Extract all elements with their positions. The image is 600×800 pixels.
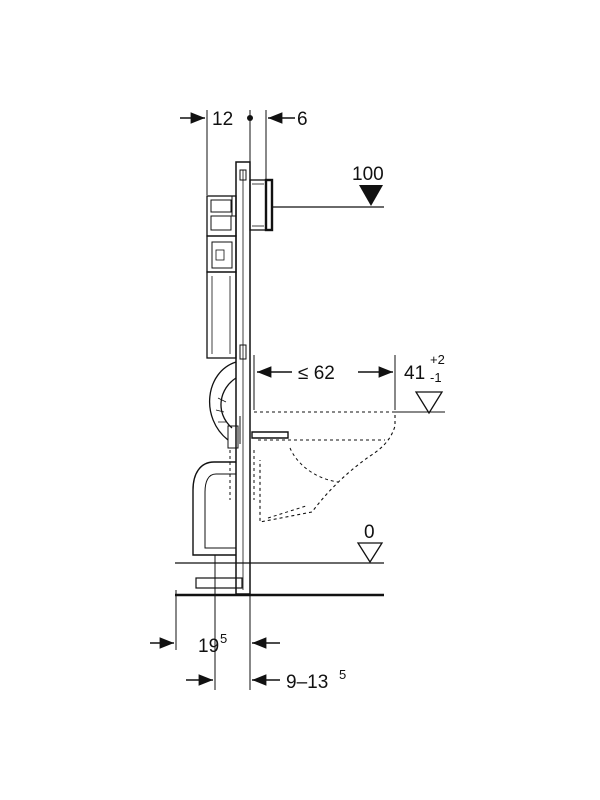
level-triangle-floor — [356, 542, 384, 564]
dim-0-label: 0 — [364, 522, 375, 543]
floor-level-marker: 0 — [175, 522, 384, 564]
top-dimension: 12 6 — [180, 109, 308, 195]
dim-19-sup: 5 — [220, 631, 227, 646]
dim-12-label: 12 — [212, 109, 233, 130]
dim-6-label: 6 — [297, 109, 308, 130]
dim-62-label: ≤ 62 — [298, 363, 335, 384]
level-triangle-filled — [359, 185, 383, 206]
bottom-dimension-19: 19 5 — [150, 631, 280, 657]
level-triangle-open — [414, 391, 444, 415]
dim-41-label: 41 — [404, 363, 425, 384]
flush-plate — [249, 178, 274, 232]
dim-41-tol-plus: +2 — [430, 352, 445, 367]
wc-bowl — [254, 411, 396, 523]
dim-9-13-sup: 5 — [339, 667, 346, 682]
mounting-frame — [231, 161, 251, 595]
floor-slab — [175, 577, 384, 690]
cistern — [206, 195, 247, 360]
flush-pipe — [208, 361, 239, 449]
bracket — [239, 416, 289, 444]
dim-41-tol-minus: -1 — [430, 370, 442, 385]
axis-dot — [247, 115, 253, 121]
dim-19-label: 19 — [198, 636, 219, 657]
dim-100-label: 100 — [352, 164, 384, 185]
height-100-marker: 100 — [272, 164, 384, 208]
dim-9-13-label: 9–13 — [286, 672, 328, 693]
projection-dimension: ≤ 62 — [253, 355, 396, 410]
seat-height-marker: 41 +2 -1 — [395, 352, 445, 415]
bottom-dimension-9-13: 9–13 5 — [186, 667, 346, 693]
